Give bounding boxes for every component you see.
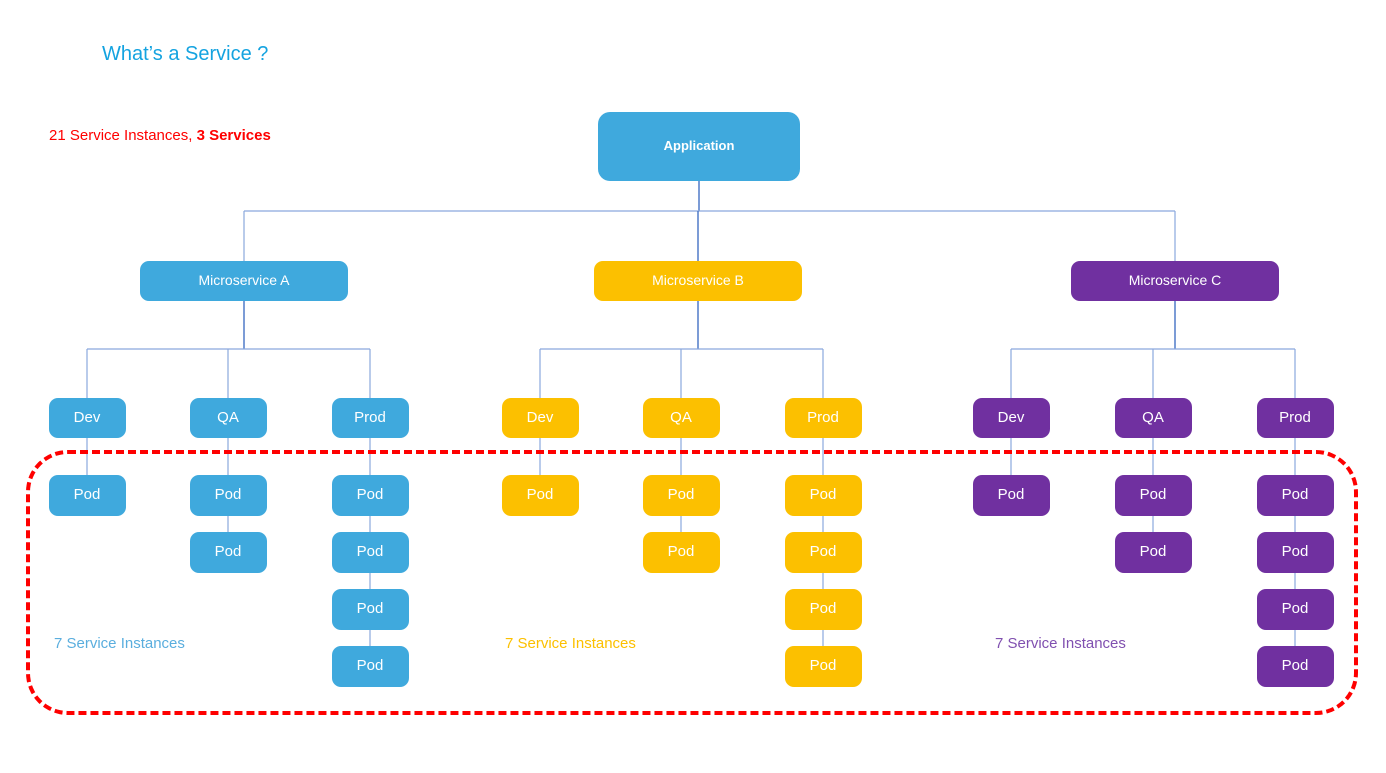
node-microservice-b-qa-pod-1-label: Pod <box>667 486 695 504</box>
node-microservice-a-dev[interactable]: Dev <box>48 398 126 438</box>
node-microservice-b-qa-label: QA <box>670 408 692 426</box>
node-microservice-a-prod-pod-2-label: Pod <box>356 543 384 561</box>
node-microservice-b-prod-pod-2[interactable]: Pod <box>784 532 862 573</box>
node-microservice-c-label: Microservice C <box>1128 272 1222 289</box>
node-microservice-b-qa-pod-1[interactable]: Pod <box>642 475 720 516</box>
node-microservice-c-prod-pod-2[interactable]: Pod <box>1256 532 1334 573</box>
node-microservice-a-prod-pod-3[interactable]: Pod <box>331 589 409 630</box>
node-microservice-a-prod-pod-1-label: Pod <box>356 486 384 504</box>
node-microservice-b-qa-pod-2-label: Pod <box>667 543 695 561</box>
node-microservice-b-prod-pod-3-label: Pod <box>809 600 837 618</box>
node-microservice-c-dev-pod-1-label: Pod <box>997 486 1025 504</box>
node-microservice-a-prod-pod-3-label: Pod <box>356 600 384 618</box>
node-microservice-a-prod[interactable]: Prod <box>331 398 409 438</box>
node-microservice-a-qa-pod-2-label: Pod <box>214 543 242 561</box>
node-microservice-b-qa-pod-2[interactable]: Pod <box>642 532 720 573</box>
node-microservice-c-qa-pod-1-label: Pod <box>1139 486 1167 504</box>
node-microservice-b-prod-pod-2-label: Pod <box>809 543 837 561</box>
node-microservice-c[interactable]: Microservice C <box>1071 261 1279 301</box>
node-microservice-c-prod-pod-2-label: Pod <box>1281 543 1309 561</box>
node-microservice-c-prod-pod-3[interactable]: Pod <box>1256 589 1334 630</box>
node-microservice-b-dev-pod-1-label: Pod <box>526 486 554 504</box>
node-microservice-a-qa-pod-2[interactable]: Pod <box>189 532 267 573</box>
node-microservice-a-qa-pod-1[interactable]: Pod <box>189 475 267 516</box>
service-count-strong: 3 Services <box>196 127 271 144</box>
page-title: What’s a Service ? <box>102 43 269 65</box>
node-microservice-c-prod[interactable]: Prod <box>1256 398 1334 438</box>
node-microservice-b[interactable]: Microservice B <box>594 261 802 301</box>
node-microservice-c-qa-label: QA <box>1142 408 1164 426</box>
node-microservice-b-prod-pod-1-label: Pod <box>809 486 837 504</box>
instance-count-note: 21 Service Instances, 3 Services <box>49 127 271 144</box>
node-microservice-c-prod-pod-3-label: Pod <box>1281 600 1309 618</box>
node-microservice-b-dev[interactable]: Dev <box>501 398 579 438</box>
node-microservice-a-prod-pod-4-label: Pod <box>356 657 384 675</box>
node-microservice-c-qa-pod-2-label: Pod <box>1139 543 1167 561</box>
node-microservice-a-label: Microservice A <box>198 272 290 289</box>
node-microservice-a-qa-label: QA <box>217 408 239 426</box>
node-microservice-a-dev-pod-1-label: Pod <box>73 486 101 504</box>
node-application[interactable]: Application <box>598 112 800 181</box>
node-microservice-b-prod-pod-4[interactable]: Pod <box>784 646 862 687</box>
node-microservice-c-dev-label: Dev <box>997 408 1025 426</box>
node-microservice-c-prod-pod-1-label: Pod <box>1281 486 1309 504</box>
node-microservice-b-prod-pod-1[interactable]: Pod <box>784 475 862 516</box>
instances-label-microservice-b: 7 Service Instances <box>505 635 636 652</box>
node-microservice-c-prod-label: Prod <box>1279 408 1311 426</box>
node-microservice-a-prod-pod-4[interactable]: Pod <box>331 646 409 687</box>
node-microservice-a-dev-pod-1[interactable]: Pod <box>48 475 126 516</box>
instances-label-microservice-a: 7 Service Instances <box>54 635 185 652</box>
node-microservice-b-label: Microservice B <box>652 272 744 289</box>
node-microservice-b-dev-pod-1[interactable]: Pod <box>501 475 579 516</box>
node-microservice-c-prod-pod-1[interactable]: Pod <box>1256 475 1334 516</box>
instances-label-microservice-c: 7 Service Instances <box>995 635 1126 652</box>
service-instances-highlight <box>26 450 1358 715</box>
node-microservice-c-prod-pod-4[interactable]: Pod <box>1256 646 1334 687</box>
node-microservice-b-prod-pod-4-label: Pod <box>809 657 837 675</box>
node-microservice-c-qa-pod-1[interactable]: Pod <box>1114 475 1192 516</box>
node-microservice-a-qa-pod-1-label: Pod <box>214 486 242 504</box>
node-microservice-c-qa[interactable]: QA <box>1114 398 1192 438</box>
node-microservice-a-prod-pod-1[interactable]: Pod <box>331 475 409 516</box>
node-microservice-b-prod[interactable]: Prod <box>784 398 862 438</box>
node-application-label: Application <box>663 138 735 154</box>
node-microservice-c-prod-pod-4-label: Pod <box>1281 657 1309 675</box>
node-microservice-b-dev-label: Dev <box>526 408 554 426</box>
node-microservice-b-prod-label: Prod <box>807 408 839 426</box>
node-microservice-a-dev-label: Dev <box>73 408 101 426</box>
node-microservice-a[interactable]: Microservice A <box>140 261 348 301</box>
node-microservice-a-prod-pod-2[interactable]: Pod <box>331 532 409 573</box>
node-microservice-b-prod-pod-3[interactable]: Pod <box>784 589 862 630</box>
node-microservice-a-qa[interactable]: QA <box>189 398 267 438</box>
instance-count-prefix: 21 Service Instances, <box>49 127 197 144</box>
node-microservice-c-qa-pod-2[interactable]: Pod <box>1114 532 1192 573</box>
node-microservice-c-dev[interactable]: Dev <box>972 398 1050 438</box>
node-microservice-c-dev-pod-1[interactable]: Pod <box>972 475 1050 516</box>
node-microservice-b-qa[interactable]: QA <box>642 398 720 438</box>
node-microservice-a-prod-label: Prod <box>354 408 386 426</box>
